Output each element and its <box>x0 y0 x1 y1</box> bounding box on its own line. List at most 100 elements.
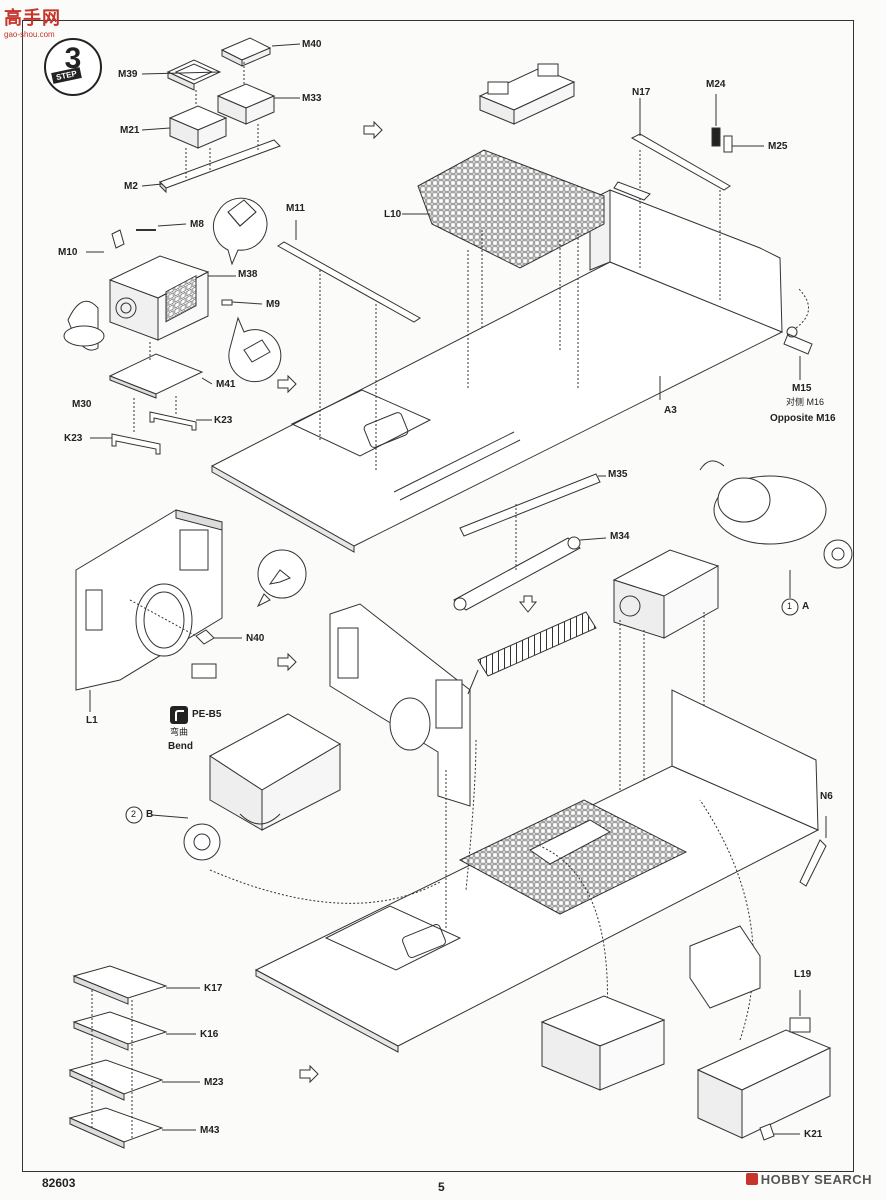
label-m25: M25 <box>768 141 788 152</box>
label-k23-left: K23 <box>64 433 83 444</box>
label-m34: M34 <box>610 531 630 542</box>
label-m21: M21 <box>120 125 140 136</box>
hobby-search-text: HOBBY SEARCH <box>760 1172 872 1187</box>
label-a3: A3 <box>664 405 677 416</box>
label-m8: M8 <box>190 219 204 230</box>
label-k23-right: K23 <box>214 415 233 426</box>
part-k21-clip <box>759 1123 775 1141</box>
part-coil-spring <box>477 611 597 677</box>
detail-callout-upper <box>212 197 268 266</box>
part-m9-pin <box>221 299 233 306</box>
label-n17: N17 <box>632 87 651 98</box>
label-m33: M33 <box>302 93 322 104</box>
part-m34-radiator-tube <box>453 536 581 611</box>
page-number: 5 <box>438 1180 445 1194</box>
label-n40: N40 <box>246 633 265 644</box>
part-pe-b5-plate <box>191 663 217 679</box>
label-m39: M39 <box>118 69 138 80</box>
label-m2: M2 <box>124 181 138 192</box>
part-m38-engine-box <box>108 255 210 341</box>
label-k21: K21 <box>804 1129 823 1140</box>
label-m15: M15 <box>792 383 812 394</box>
label-k17: K17 <box>204 983 223 994</box>
part-upper-battery-housing <box>478 63 576 125</box>
part-m40-box <box>220 37 272 67</box>
label-l10: L10 <box>384 209 402 220</box>
part-m15-cylinder <box>783 326 813 355</box>
watermark-logo: 高手网 gao-shou.com <box>4 4 61 39</box>
part-m10-lever <box>111 229 125 249</box>
callout-circle-a <box>781 598 799 616</box>
direction-arrows <box>277 120 538 1084</box>
part-hull-side-panel-mid <box>329 603 471 807</box>
label-bend-cn: 弯曲 <box>170 727 189 737</box>
part-canister-upper <box>613 181 651 201</box>
part-m25-clip <box>723 135 733 153</box>
label-m30: M30 <box>72 399 92 410</box>
part-k17-plate <box>72 965 168 1005</box>
bend-tool-callout <box>256 549 307 608</box>
part-m21-box <box>168 105 228 149</box>
label-k16: K16 <box>200 1029 219 1040</box>
label-m38: M38 <box>238 269 258 280</box>
part-m23-plate <box>68 1059 164 1101</box>
label-m16-cn: 对侧 M16 <box>786 397 825 407</box>
hobby-search-logo: HOBBY SEARCH <box>745 1172 872 1187</box>
label-m10: M10 <box>58 247 78 258</box>
part-jerrycan-rack <box>689 925 761 1009</box>
part-k23-handle-left <box>111 433 161 455</box>
label-l1: L1 <box>86 715 98 726</box>
part-m41-plate <box>108 353 204 399</box>
label-m23: M23 <box>204 1077 224 1088</box>
part-hull-floor-lower <box>254 689 820 1053</box>
label-a-circle-num: 1 <box>787 601 793 611</box>
part-m39-box <box>166 59 222 91</box>
part-a3-hull-floor-upper <box>210 189 784 553</box>
part-l10-mesh-panel <box>417 149 605 269</box>
watermark-site-name: 高手网 <box>4 8 61 28</box>
label-m16-en: Opposite M16 <box>770 413 836 424</box>
part-l1-firewall-panel <box>75 509 223 691</box>
callout-circle-b <box>125 806 143 824</box>
step-number: 3 <box>64 42 82 75</box>
hobby-search-icon <box>745 1173 758 1185</box>
label-b-circle-num: 2 <box>131 809 137 819</box>
label-m41: M41 <box>216 379 236 390</box>
label-l19: L19 <box>794 969 812 980</box>
part-m11-strip <box>277 241 421 323</box>
label-m35: M35 <box>608 469 628 480</box>
part-m2-rail <box>159 139 281 194</box>
part-m24-clip <box>711 127 721 147</box>
part-m33-box <box>216 83 276 125</box>
detail-callout-lower <box>228 316 282 383</box>
label-n6: N6 <box>820 791 833 802</box>
label-b: B <box>146 809 154 820</box>
part-transmission-a <box>699 460 853 569</box>
label-bend-en: Bend <box>168 741 193 752</box>
label-m11: M11 <box>286 203 305 214</box>
bend-icon <box>170 706 188 724</box>
part-k23-handle-right <box>149 411 197 431</box>
part-n6-bracket <box>799 839 827 887</box>
part-m43-plate <box>68 1107 164 1149</box>
step-badge: 3 STEP <box>44 38 102 96</box>
part-k16-plate <box>72 1011 168 1051</box>
part-engine-assembly-mid <box>612 549 720 639</box>
part-m30-cone <box>63 300 105 351</box>
part-l19-battery <box>696 1017 832 1139</box>
label-m43: M43 <box>200 1125 220 1136</box>
part-m35-tube <box>459 473 601 537</box>
page-frame <box>22 20 854 1172</box>
label-m24: M24 <box>706 79 726 90</box>
label-m40: M40 <box>302 39 322 50</box>
watermark-site-url: gao-shou.com <box>4 30 55 39</box>
part-battery-center <box>540 995 666 1091</box>
label-a: A <box>802 601 810 612</box>
kit-number: 82603 <box>42 1176 76 1190</box>
part-engine-b <box>183 713 341 861</box>
part-n17-bracket <box>630 133 731 191</box>
label-m9: M9 <box>266 299 280 310</box>
label-pe-b5: PE-B5 <box>192 709 222 720</box>
